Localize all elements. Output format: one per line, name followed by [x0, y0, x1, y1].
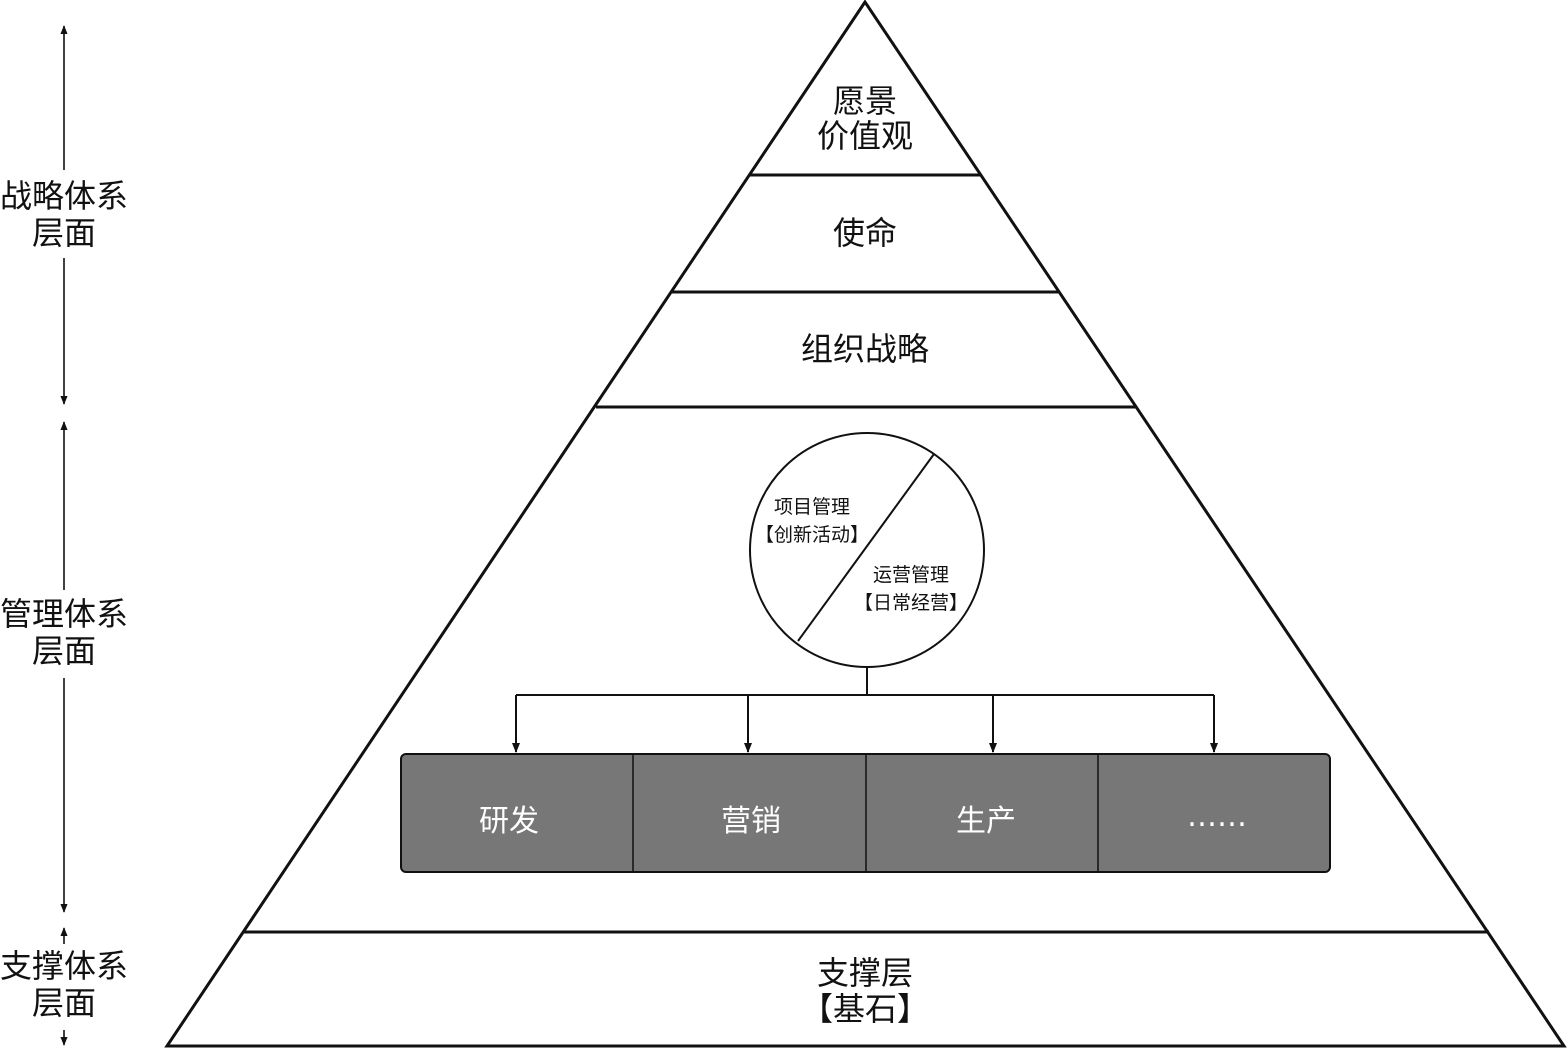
department-rnd-label: 研发	[479, 804, 539, 839]
department-production-label: 生产	[956, 804, 1016, 839]
management-circle	[749, 432, 985, 668]
department-more-label: ……	[1187, 799, 1247, 834]
circle-diagonal	[797, 453, 935, 642]
support-label-line2: 层面	[32, 984, 96, 1022]
management-label-line1: 管理体系	[0, 595, 128, 633]
values-label: 价值观	[817, 117, 913, 155]
org-strategy-label: 组织战略	[801, 330, 929, 368]
strategy-label-line1: 战略体系	[0, 177, 128, 215]
support-label-line1: 支撑体系	[0, 947, 128, 985]
vision-label: 愿景	[833, 82, 897, 120]
management-label-line2: 层面	[32, 632, 96, 670]
department-marketing-label: 营销	[721, 804, 781, 839]
operation-management-label: 运营管理	[873, 564, 949, 586]
strategy-label-line2: 层面	[32, 214, 96, 252]
mission-label: 使命	[833, 214, 897, 252]
daily-operation-label: 【日常经营】	[854, 592, 968, 614]
project-management-label: 项目管理	[774, 496, 850, 518]
support-tier-label: 支撑层	[817, 954, 913, 992]
cornerstone-label: 【基石】	[801, 990, 929, 1028]
innovation-activity-label: 【创新活动】	[755, 524, 869, 546]
